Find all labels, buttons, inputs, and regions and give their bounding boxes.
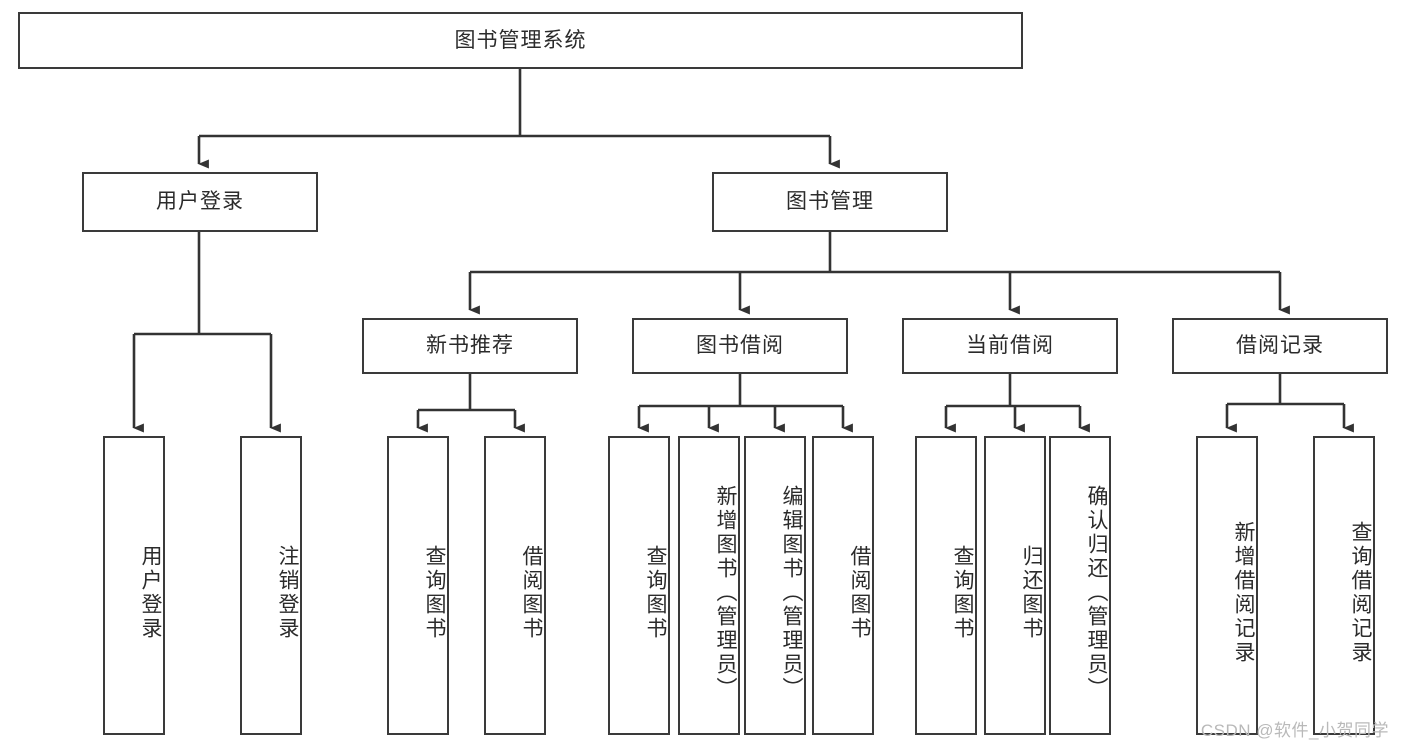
node-leaf-add-book-admin[interactable]: 新增图书（管理员） <box>678 436 740 735</box>
node-leaf-add-borrow-record[interactable]: 新增借阅记录 <box>1196 436 1258 735</box>
node-current-borrow[interactable]: 当前借阅 <box>902 318 1118 374</box>
node-leaf-edit-book-admin[interactable]: 编辑图书（管理员） <box>744 436 806 735</box>
node-new-book-recommend-label: 新书推荐 <box>426 334 514 358</box>
node-leaf-query-book-current-label: 查询图书 <box>951 544 974 641</box>
node-new-book-recommend[interactable]: 新书推荐 <box>362 318 578 374</box>
node-leaf-logout-login-label: 注销登录 <box>276 544 299 641</box>
node-leaf-query-borrow-record[interactable]: 查询借阅记录 <box>1313 436 1375 735</box>
node-leaf-borrow-book-label: 借阅图书 <box>848 544 871 641</box>
node-leaf-query-book-recommend[interactable]: 查询图书 <box>387 436 449 735</box>
node-leaf-user-login[interactable]: 用户登录 <box>103 436 165 735</box>
watermark: CSDN @软件_小贺同学 <box>1200 721 1389 740</box>
node-current-borrow-label: 当前借阅 <box>966 334 1054 358</box>
node-leaf-edit-book-admin-label: 编辑图书（管理员） <box>780 484 803 701</box>
node-root[interactable]: 图书管理系统 <box>18 12 1023 69</box>
node-leaf-return-book-label: 归还图书 <box>1020 544 1043 641</box>
node-book-management-label: 图书管理 <box>786 190 874 214</box>
node-leaf-confirm-return-admin-label: 确认归还（管理员） <box>1085 484 1108 701</box>
node-leaf-borrow-book[interactable]: 借阅图书 <box>812 436 874 735</box>
node-user-login-label: 用户登录 <box>156 190 244 214</box>
node-leaf-borrow-book-recommend-label: 借阅图书 <box>520 544 543 641</box>
node-root-label: 图书管理系统 <box>454 28 587 52</box>
node-leaf-return-book[interactable]: 归还图书 <box>984 436 1046 735</box>
node-leaf-logout-login[interactable]: 注销登录 <box>240 436 302 735</box>
node-leaf-query-book-recommend-label: 查询图书 <box>423 544 446 641</box>
node-leaf-add-borrow-record-label: 新增借阅记录 <box>1232 520 1255 665</box>
node-book-borrow-label: 图书借阅 <box>696 334 784 358</box>
node-leaf-query-book-borrow-label: 查询图书 <box>644 544 667 641</box>
node-leaf-borrow-book-recommend[interactable]: 借阅图书 <box>484 436 546 735</box>
node-leaf-query-book-current[interactable]: 查询图书 <box>915 436 977 735</box>
node-book-borrow[interactable]: 图书借阅 <box>632 318 848 374</box>
node-leaf-user-login-label: 用户登录 <box>139 544 162 641</box>
node-leaf-add-book-admin-label: 新增图书（管理员） <box>714 484 737 701</box>
node-book-management[interactable]: 图书管理 <box>712 172 948 232</box>
node-leaf-confirm-return-admin[interactable]: 确认归还（管理员） <box>1049 436 1111 735</box>
node-leaf-query-borrow-record-label: 查询借阅记录 <box>1349 520 1372 665</box>
node-borrow-record-label: 借阅记录 <box>1236 334 1324 358</box>
node-user-login[interactable]: 用户登录 <box>82 172 318 232</box>
node-borrow-record[interactable]: 借阅记录 <box>1172 318 1388 374</box>
node-leaf-query-book-borrow[interactable]: 查询图书 <box>608 436 670 735</box>
